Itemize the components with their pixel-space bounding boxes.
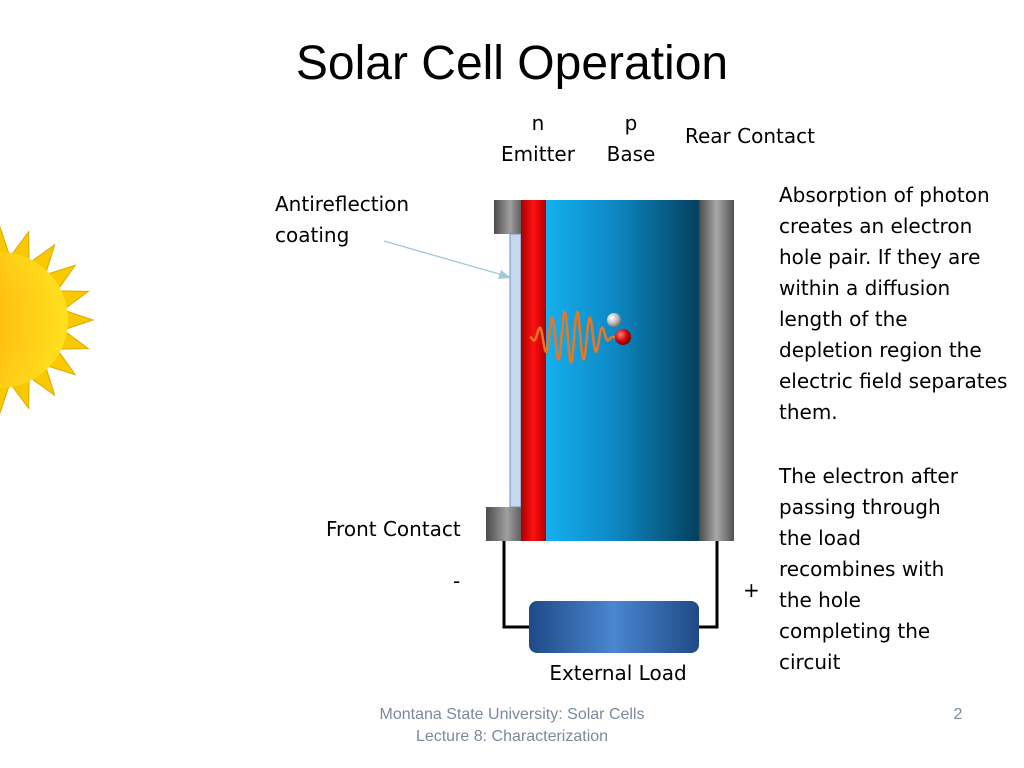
sun-icon — [0, 225, 95, 415]
electron-icon — [607, 313, 621, 327]
page-number: 2 — [953, 706, 963, 723]
photon-wave-icon — [529, 310, 616, 365]
text-line: them. — [779, 400, 838, 424]
external-load-label: External Load — [549, 661, 687, 685]
text-line: Absorption of photon — [779, 183, 990, 207]
slide-footer: Montana State University: Solar Cells Le… — [352, 704, 672, 748]
text-line: creates an electron — [779, 214, 973, 238]
footer-line-1: Montana State University: Solar Cells — [379, 706, 645, 723]
text-line: circuit — [779, 650, 841, 674]
antireflection-label-line1: Antireflection — [275, 192, 410, 216]
explanation-paragraph-1: Absorption of photon creates an electron… — [779, 180, 1007, 428]
text-line: hole pair. If they are — [779, 245, 981, 269]
footer-line-2: Lecture 8: Characterization — [415, 728, 609, 745]
emitter-label: Emitter — [501, 142, 575, 166]
explanation-paragraph-2: The electron after passing through the l… — [779, 461, 958, 678]
front-contact-bottom — [486, 507, 521, 541]
text-line: the hole — [779, 588, 861, 612]
antireflection-pointer-arrow — [383, 240, 511, 279]
front-contact-label: Front Contact — [326, 517, 461, 541]
slide-title: Solar Cell Operation — [295, 37, 729, 90]
minus-terminal-label: - — [453, 569, 461, 593]
external-load — [529, 601, 699, 653]
circuit-wire — [502, 541, 719, 629]
n-layer-letter: n — [531, 111, 545, 135]
text-line: passing through — [779, 495, 941, 519]
emitter-layer — [521, 200, 546, 541]
hole-icon — [615, 329, 631, 345]
front-contact-top — [494, 200, 521, 234]
text-line: the load — [779, 526, 861, 550]
text-line: within a diffusion — [779, 276, 951, 300]
text-line: electric field separates — [779, 369, 1008, 393]
text-line: length of the — [779, 307, 908, 331]
text-line: The electron after — [779, 464, 958, 488]
rear-contact-label: Rear Contact — [685, 124, 815, 148]
antireflection-coating — [509, 233, 522, 508]
base-label: Base — [606, 142, 656, 166]
text-line: completing the — [779, 619, 931, 643]
plus-terminal-label: + — [743, 578, 760, 602]
rear-contact — [699, 200, 734, 541]
antireflection-label-line2: coating — [275, 223, 350, 247]
text-line: recombines with — [779, 557, 945, 581]
p-layer-letter: p — [624, 111, 638, 135]
base-layer — [546, 200, 699, 541]
text-line: depletion region the — [779, 338, 982, 362]
